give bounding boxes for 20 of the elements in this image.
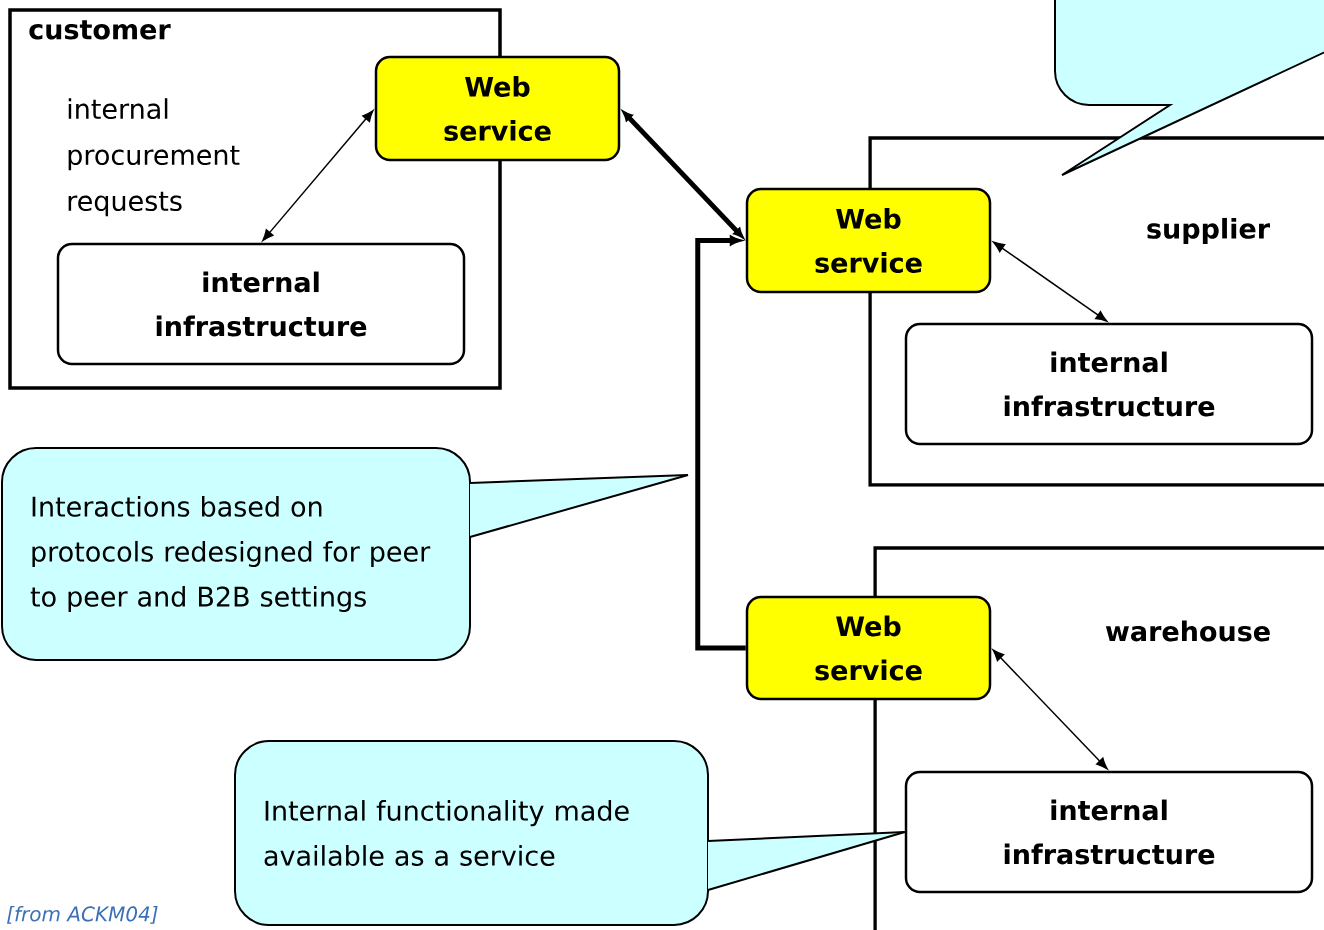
callout-bubble: Interactions based on protocols redesigned for peer to peer and B2B settings [1, 447, 471, 661]
box-label: supplier [1147, 217, 1270, 245]
infrastructure-box: internal infrastructure [56, 242, 466, 366]
note-text: internal procurement requests [68, 98, 240, 217]
arrow [695, 235, 746, 651]
arrow [992, 241, 1108, 322]
box-label: warehouse [1105, 620, 1270, 642]
arrow [622, 111, 744, 238]
arrow [262, 110, 374, 242]
web-service-box: Web service [745, 595, 992, 701]
arrow [992, 649, 1108, 770]
web-service-box: Web service [745, 187, 992, 294]
web-service-box: Web service [374, 55, 621, 162]
box-label: customer [29, 20, 171, 40]
infrastructure-box: internal infrastructure [904, 322, 1314, 446]
source-note: [from ACKM04] [7, 905, 158, 924]
callout-bubble: Internal functionality made available as a service [234, 740, 709, 926]
callout-tail [469, 474, 689, 538]
infrastructure-box: internal infrastructure [904, 770, 1314, 894]
callout-tail [707, 831, 906, 891]
